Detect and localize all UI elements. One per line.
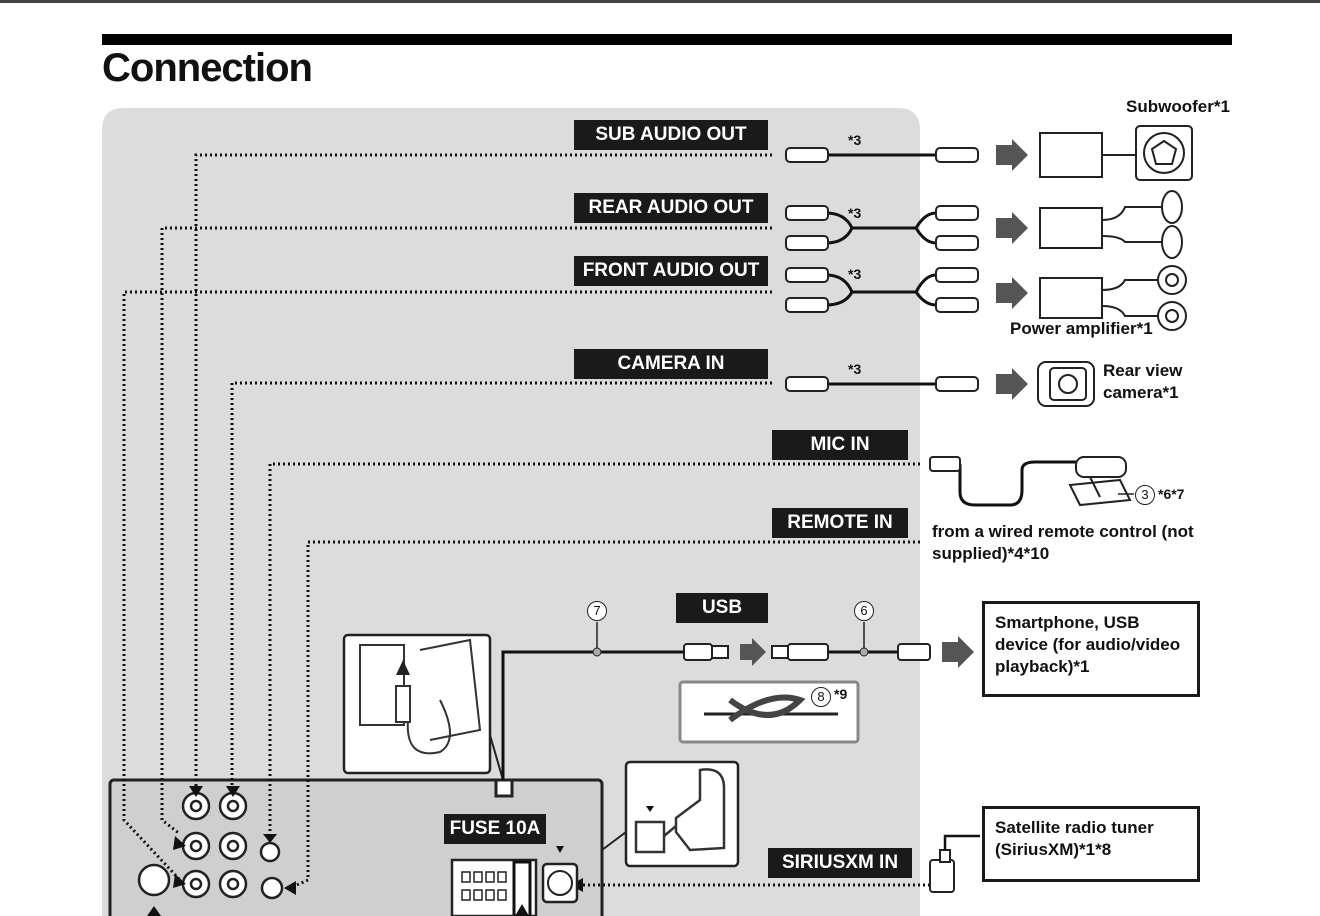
note-rear: *3 <box>848 205 862 221</box>
note-mic: *6*7 <box>1158 486 1185 502</box>
label-power-amplifier: Power amplifier*1 <box>1010 319 1153 338</box>
fuse-slot <box>512 860 532 916</box>
label-rear-view-camera: Rear view camera*1 <box>1103 361 1183 402</box>
tag-fuse: FUSE 10A <box>444 814 546 844</box>
jack-arrows <box>147 786 583 916</box>
section-header-bar <box>102 34 1232 45</box>
box-satellite-tuner: Satellite radio tuner (SiriusXM)*1*8 <box>982 806 1200 882</box>
tag-mic-in: MIC IN <box>772 430 908 460</box>
rca-jacks <box>137 791 284 900</box>
item-number-3: 3 <box>1135 485 1155 505</box>
item-number-8: 8 <box>811 687 831 707</box>
note-camera: *3 <box>848 361 862 377</box>
note-sub: *3 <box>848 132 862 148</box>
item-number-6: 6 <box>854 601 874 621</box>
note-front: *3 <box>848 266 862 282</box>
mic-cable <box>958 460 1078 507</box>
top-rule <box>0 0 1320 3</box>
tag-camera-in: CAMERA IN <box>574 349 768 379</box>
item-number-7: 7 <box>587 601 607 621</box>
tag-remote-in: REMOTE IN <box>772 508 908 538</box>
box-smartphone-usb: Smartphone, USB device (for audio/video … <box>982 601 1200 697</box>
rca-cables <box>825 153 937 386</box>
page-title: Connection <box>102 46 313 90</box>
tag-rear-audio-out: REAR AUDIO OUT <box>574 193 768 223</box>
microphone <box>1068 456 1132 507</box>
label-subwoofer: Subwoofer*1 <box>1126 97 1230 116</box>
tag-usb: USB <box>676 593 768 623</box>
flow-arrows <box>740 139 1028 668</box>
usb-plugs <box>683 643 931 661</box>
rca-plugs <box>785 147 979 392</box>
usb-inset <box>342 633 492 775</box>
tag-front-audio-out: FRONT AUDIO OUT <box>574 256 768 286</box>
tag-sub-audio-out: SUB AUDIO OUT <box>574 120 768 150</box>
dotted-routes <box>122 153 935 890</box>
tag-siriusxm-in: SIRIUSXM IN <box>768 848 912 878</box>
devices <box>1037 125 1193 407</box>
label-wired-remote: from a wired remote control (not supplie… <box>932 522 1194 563</box>
note-item8: *9 <box>834 686 848 702</box>
siriusxm-plug <box>929 849 955 893</box>
